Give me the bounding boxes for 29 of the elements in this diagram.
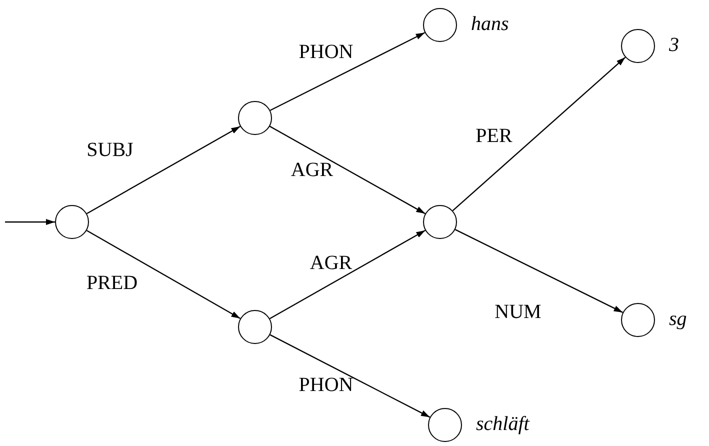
edge-label: PRED [86,273,138,293]
node-circle [238,101,272,135]
node-circle [428,408,462,442]
arrow [86,126,241,214]
arrow [454,229,624,313]
node-value: sg [669,309,687,329]
edge-label: SUBJ [86,140,134,160]
arrow [86,230,241,320]
arrow [270,334,430,418]
edge-label: PHON [298,42,354,62]
node-circle [55,205,89,239]
node-value: schläft [476,414,530,434]
arrow [452,56,626,212]
node-value: 3 [669,35,679,55]
node-value: hans [471,14,509,34]
edge-label: NUM [494,302,542,322]
node-circle [423,205,457,239]
node-circle [621,303,655,337]
arrow [270,126,426,214]
arrow [270,32,426,111]
node-circle [423,8,457,42]
node-circle [621,29,655,63]
arrow [269,230,426,320]
edge-label: AGR [310,253,352,273]
edge-label: PHON [298,375,354,395]
arrow [5,219,55,225]
node-circle [238,310,272,344]
edge-label: AGR [290,160,334,180]
edge-label: PER [476,126,512,146]
